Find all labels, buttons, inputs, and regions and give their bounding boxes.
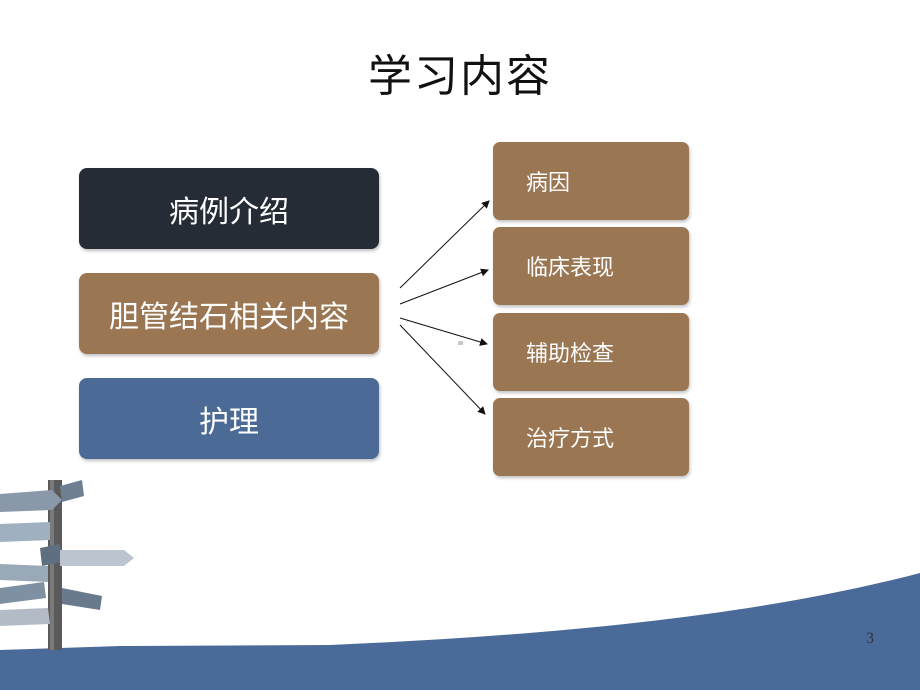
decorative-dot xyxy=(458,341,463,345)
arrow-to-etiology xyxy=(399,200,490,289)
page-number: 3 xyxy=(866,630,874,647)
slide-title: 学习内容 xyxy=(368,51,552,102)
box-treatment: 治疗方式 xyxy=(493,398,689,476)
box-etiology: 病因 xyxy=(493,142,689,220)
box-auxiliary-exam: 辅助检查 xyxy=(493,313,689,391)
signpost-illustration-icon xyxy=(0,480,134,650)
box-case-intro: 病例介绍 xyxy=(79,168,379,249)
arrow-to-exam xyxy=(399,317,488,346)
arrow-to-clinical xyxy=(399,268,489,305)
arrow-to-treatment xyxy=(399,324,486,415)
box-gallstone-content: 胆管结石相关内容 xyxy=(79,273,379,354)
box-nursing: 护理 xyxy=(79,378,379,459)
box-clinical-manifestation: 临床表现 xyxy=(493,227,689,305)
